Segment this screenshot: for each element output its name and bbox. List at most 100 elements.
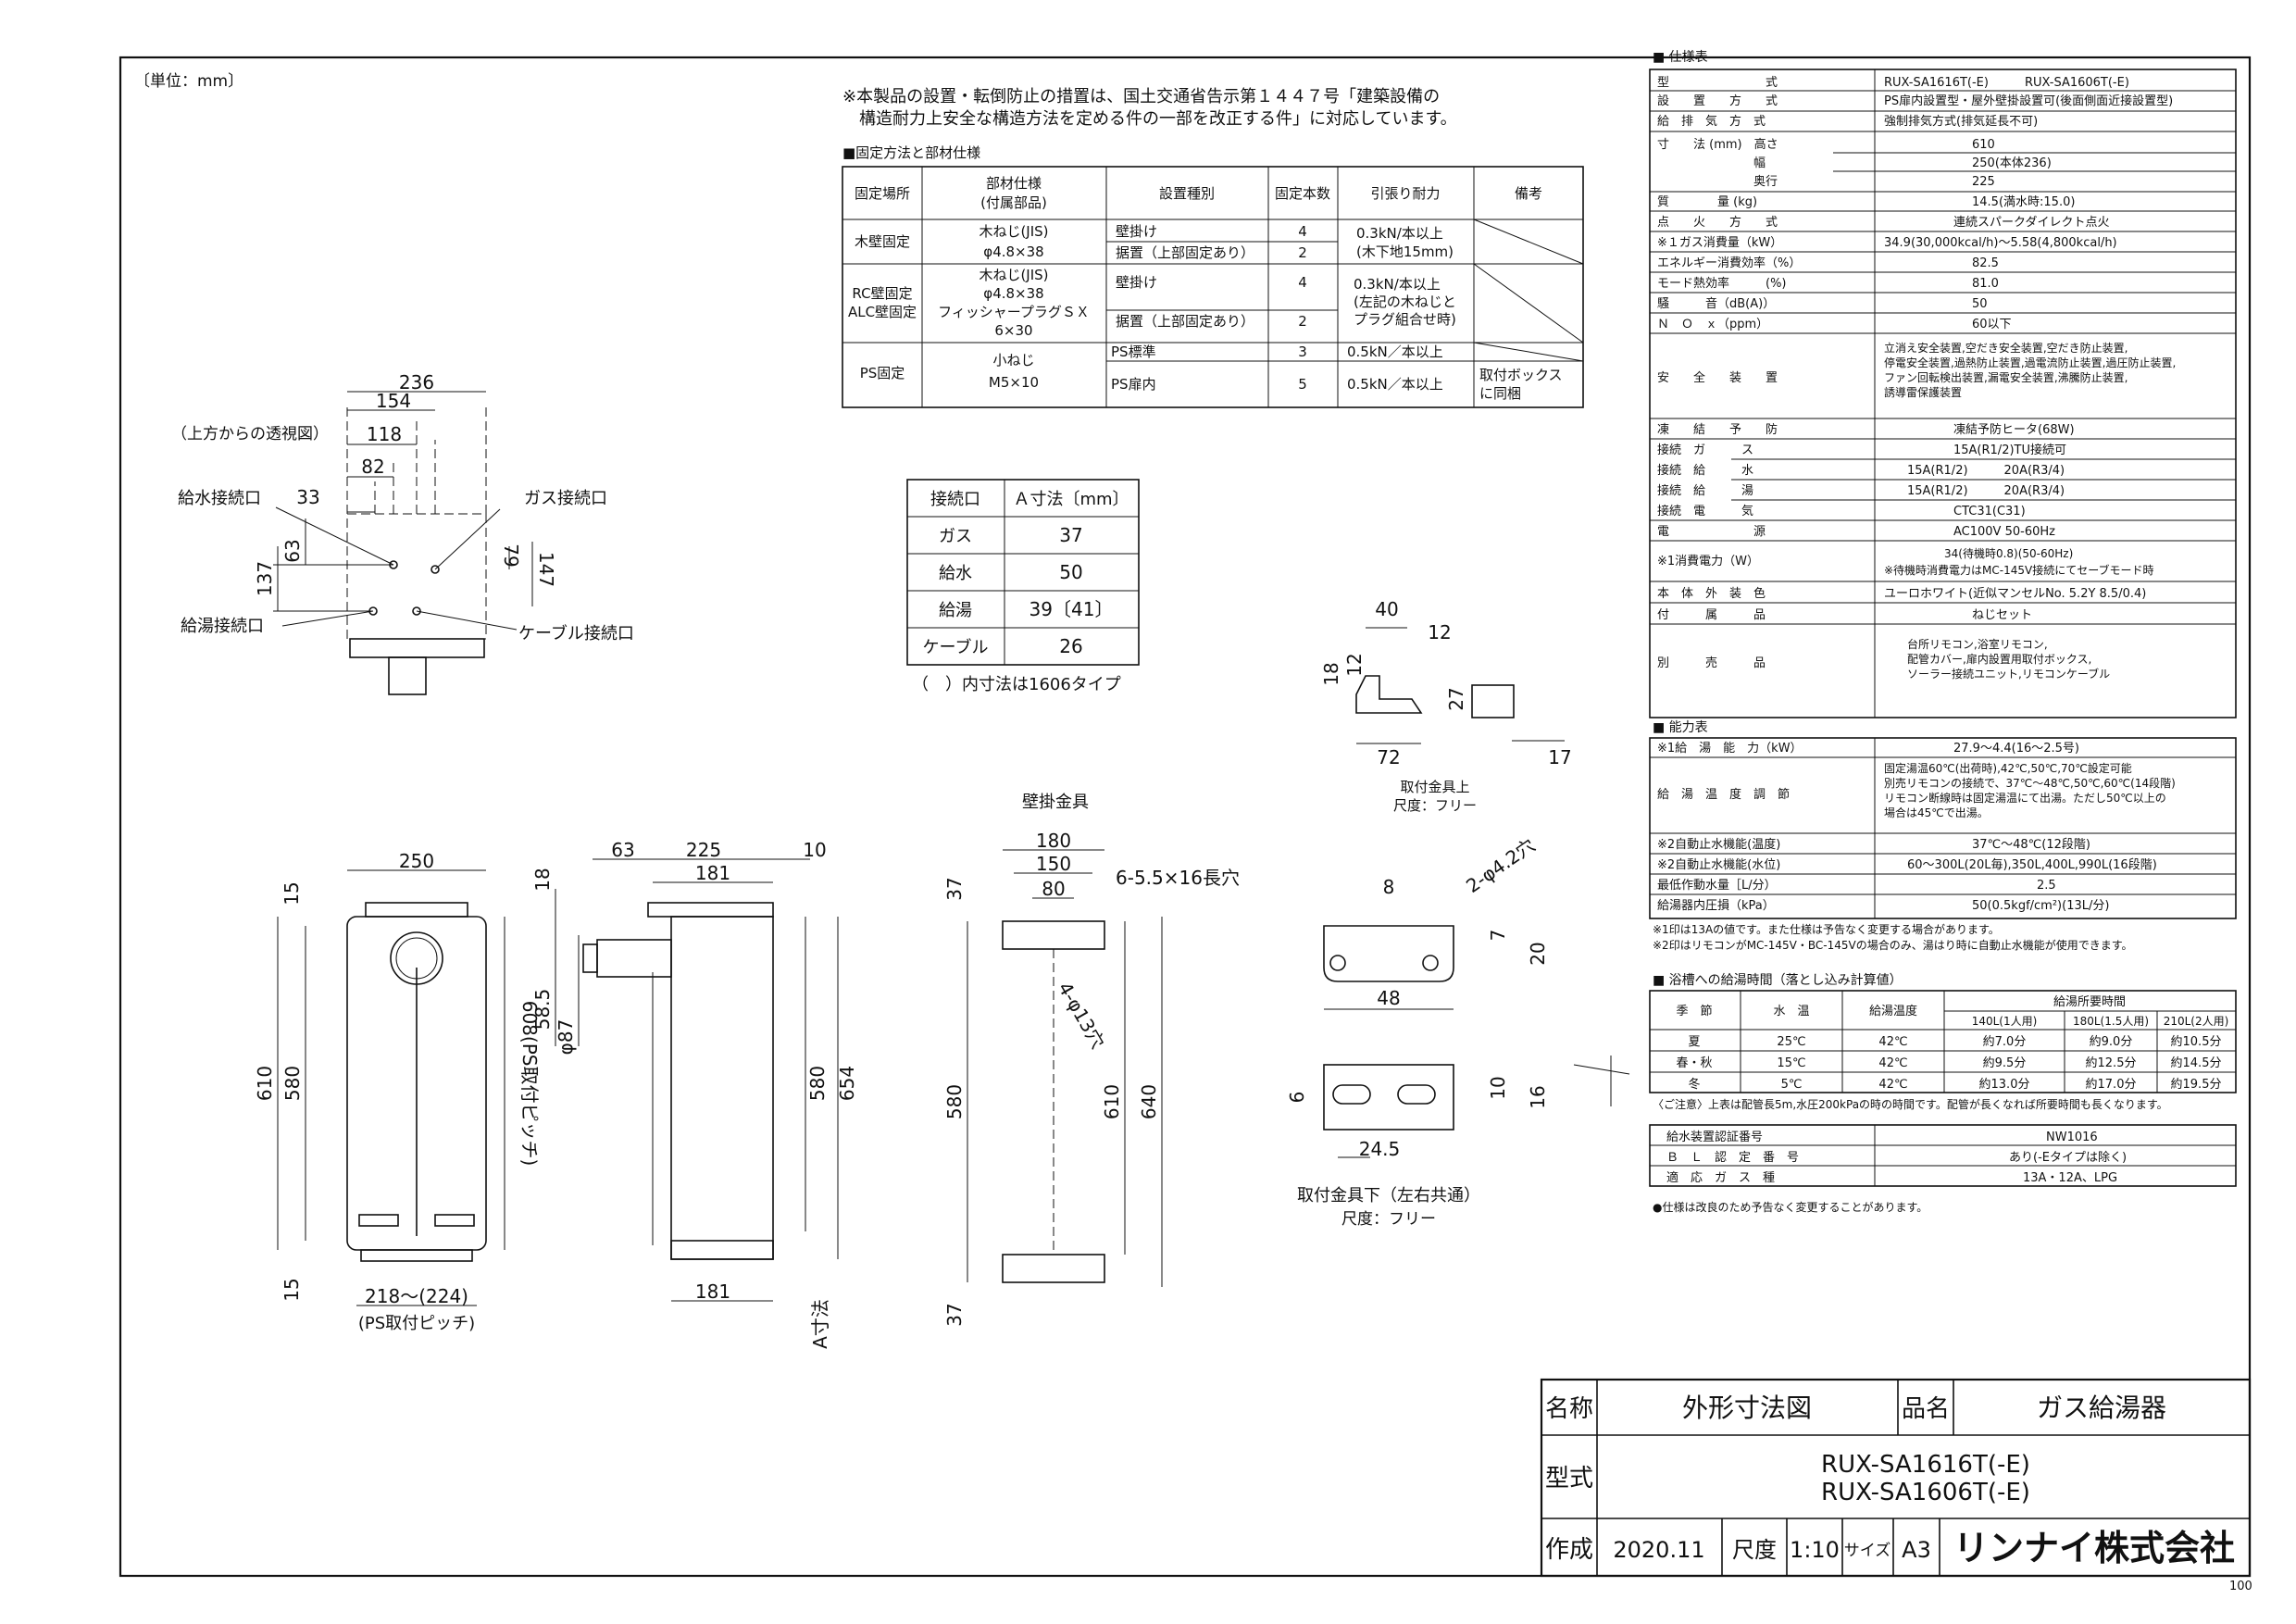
svg-text:※待機時消費電力はMC-145V接続にてセーブモード時: ※待機時消費電力はMC-145V接続にてセーブモード時 bbox=[1884, 563, 2154, 577]
svg-text:ファン回転検出装置,漏電安全装置,沸騰防止装置,: ファン回転検出装置,漏電安全装置,沸騰防止装置, bbox=[1884, 370, 2128, 384]
dim-label: 24.5 bbox=[1359, 1138, 1401, 1160]
dim-label: 37 bbox=[943, 1303, 966, 1326]
spec-label: 接続 給 湯 bbox=[1657, 483, 1753, 498]
svg-text:木ねじ(JIS): 木ねじ(JIS) bbox=[979, 267, 1048, 283]
wall-bracket-view: 壁掛金具 180 150 80 6-5.5×16長穴 37 4-φ13穴 580… bbox=[943, 793, 1240, 1327]
dim-label: 6-5.5×16長穴 bbox=[1116, 867, 1240, 889]
page-number: 100 bbox=[2229, 1580, 2252, 1593]
spec-label: モード熱効率 (%) bbox=[1657, 276, 1787, 291]
fixing-row-floor: 据置（上部固定あり） bbox=[1116, 313, 1254, 330]
title-scale-label: 尺度 bbox=[1732, 1537, 1777, 1563]
fixing-count: 4 bbox=[1298, 274, 1307, 291]
svg-text:取付ボックス: 取付ボックス bbox=[1479, 367, 1563, 383]
svg-text:プラグ組合せ時): プラグ組合せ時) bbox=[1354, 311, 1456, 328]
title-name-label: 名称 bbox=[1545, 1395, 1593, 1423]
spec-label: ※1消費電力（W） bbox=[1657, 555, 1759, 568]
dim-label: 16 bbox=[1527, 1085, 1549, 1108]
spec-label: 電 源 bbox=[1657, 525, 1766, 539]
cert-value: NW1016 bbox=[2046, 1131, 2098, 1144]
company-logo-text: リンナイ株式会社 bbox=[1953, 1528, 2235, 1568]
fixing-header-count: 固定本数 bbox=[1275, 185, 1330, 202]
spec-label: ※１ガス消費量（kW） bbox=[1657, 236, 1782, 250]
bath-cell: 25℃ bbox=[1777, 1035, 1805, 1049]
dim-label: 640 bbox=[1138, 1084, 1160, 1119]
dim-label: 72 bbox=[1377, 746, 1400, 768]
svg-text:M5×10: M5×10 bbox=[989, 374, 1039, 391]
dim-label: 236 bbox=[399, 371, 434, 394]
spec-label: 接続 電 気 bbox=[1657, 504, 1753, 518]
top-view-title: （上方からの透視図） bbox=[171, 425, 329, 443]
spec-label: 安 全 装 置 bbox=[1657, 370, 1778, 385]
bath-fill-table: ■ 浴槽への給湯時間（落とし込み計算値） 季 節 水 温 給湯温度 給湯所要時間… bbox=[1649, 972, 2237, 1111]
svg-text:別売リモコンの接続で、37℃～48℃,50℃,60℃(14段: 別売リモコンの接続で、37℃～48℃,50℃,60℃(14段階) bbox=[1884, 776, 2176, 790]
capability-label: 給湯器内圧損（kPa） bbox=[1657, 898, 1775, 913]
dim-label: 63 bbox=[611, 839, 634, 861]
capability-title: ■ 能力表 bbox=[1653, 720, 1708, 735]
svg-text:リモコン断線時は固定湯温にて出湯。ただし50℃以上の: リモコン断線時は固定湯温にて出湯。ただし50℃以上の bbox=[1884, 791, 2166, 805]
fixing-ps-place: PS固定 bbox=[860, 365, 905, 381]
capability-value: 50(0.5kgf/cm²)(13L/分) bbox=[1972, 899, 2109, 913]
bath-cell: 約17.0分 bbox=[2086, 1078, 2137, 1092]
spec-value: 225 bbox=[1972, 175, 1995, 189]
bath-cell: 約13.0分 bbox=[1979, 1078, 2030, 1092]
bath-cell: 約10.5分 bbox=[2171, 1035, 2222, 1049]
spec-label: 点 火 方 式 bbox=[1657, 215, 1778, 230]
dim-label: 10 bbox=[1487, 1076, 1509, 1099]
bath-cell: 約7.0分 bbox=[1983, 1035, 2027, 1049]
capability-value: 60～300L(20L毎),350L,400L,990L(16段階) bbox=[1907, 857, 2157, 872]
spec-value: 82.5 bbox=[1972, 256, 1999, 270]
bath-header: 給湯温度 bbox=[1869, 1004, 1917, 1018]
svg-text:固定湯温60℃(出荷時),42℃,50℃,70℃設定可能: 固定湯温60℃(出荷時),42℃,50℃,70℃設定可能 bbox=[1884, 761, 2132, 775]
dim-label: 6 bbox=[1286, 1092, 1308, 1104]
dim-label: 15 bbox=[281, 881, 303, 905]
fixing-header-note: 備考 bbox=[1515, 185, 1542, 202]
side-view: 63 225 10 181 181 18 58.5 φ87 580 654 A寸… bbox=[531, 839, 858, 1349]
title-product: ガス給湯器 bbox=[2037, 1393, 2166, 1423]
cert-label: Ｂ Ｌ 認 定 番 号 bbox=[1666, 1150, 1799, 1165]
title-size: A3 bbox=[1902, 1537, 1931, 1563]
upper-fitting-view: 40 12 18 12 27 72 17 取付金具上 尺度：フリー bbox=[1320, 598, 1572, 814]
svg-text:場合は45℃で出湯。: 場合は45℃で出湯。 bbox=[1884, 806, 1989, 819]
a-table-cell: 39〔41〕 bbox=[1029, 598, 1114, 620]
capability-value: 2.5 bbox=[2037, 879, 2056, 893]
dim-label: 180 bbox=[1036, 830, 1071, 852]
a-table-cell: 給湯 bbox=[939, 601, 972, 620]
dim-label: 610 bbox=[254, 1066, 276, 1101]
capability-label: ※2自動止水機能(温度) bbox=[1657, 837, 1780, 852]
dim-label: 181 bbox=[695, 1280, 730, 1303]
dim-label: 580 bbox=[943, 1084, 966, 1119]
dim-label: 610 bbox=[1101, 1084, 1123, 1119]
spec-label: 型 式 bbox=[1657, 76, 1778, 90]
svg-text:木ねじ(JIS): 木ねじ(JIS) bbox=[979, 223, 1048, 240]
spec-value: 15A(R1/2) 20A(R3/4) bbox=[1907, 484, 2065, 498]
bath-cell: 夏 bbox=[1688, 1035, 1700, 1049]
bath-subheader: 140L(1人用) bbox=[1972, 1015, 2038, 1028]
title-block: 名称 外形寸法図 品名 ガス給湯器 型式 RUX-SA1616T(-E) RUX… bbox=[1540, 1378, 2252, 1578]
svg-text:に同梱: に同梱 bbox=[1479, 385, 1521, 402]
spec-value: AC100V 50-60Hz bbox=[1953, 525, 2055, 539]
dim-label: 608(PS取付ピッチ) bbox=[518, 1001, 541, 1167]
spec-label: Ｎ Ｏ ｘ（ppm） bbox=[1657, 318, 1768, 331]
a-table-cell: 37 bbox=[1059, 524, 1082, 546]
bath-cell: 5℃ bbox=[1781, 1078, 1803, 1092]
spec-value: RUX-SA1616T(-E) RUX-SA1606T(-E) bbox=[1884, 76, 2129, 90]
spec-value: ユーロホワイト(近似マンセルNo. 5.2Y 8.5/0.4) bbox=[1884, 587, 2146, 601]
title-model-label: 型式 bbox=[1545, 1465, 1593, 1493]
a-table-cell: ケーブル bbox=[923, 637, 989, 657]
spec-label: 幅 bbox=[1657, 156, 1766, 170]
svg-text:フィッシャープラグＳＸ: フィッシャープラグＳＸ bbox=[938, 304, 1090, 320]
spec-value: 連続スパークダイレクト点火 bbox=[1953, 216, 2109, 230]
spec-value: 81.0 bbox=[1972, 277, 1999, 291]
spec-value: 34.9(30,000kcal/h)～5.58(4,800kcal/h) bbox=[1884, 236, 2117, 250]
upper-fitting-scale: 尺度：フリー bbox=[1393, 797, 1477, 814]
fixing-count: 4 bbox=[1298, 223, 1307, 240]
spec-title: ■ 仕様表 bbox=[1653, 50, 1708, 65]
title-made-label: 作成 bbox=[1545, 1536, 1593, 1564]
spec-value: 凍結予防ヒータ(68W) bbox=[1953, 422, 2075, 437]
dim-label: 225 bbox=[686, 839, 721, 861]
spec-label: 別 売 品 bbox=[1657, 656, 1766, 670]
svg-text:ソーラー接続ユニット,リモコンケーブル: ソーラー接続ユニット,リモコンケーブル bbox=[1907, 667, 2110, 681]
capability-label: ※1給 湯 能 力（kW） bbox=[1657, 742, 1803, 756]
bath-cell: 約19.5分 bbox=[2171, 1078, 2222, 1092]
spec-value: 強制排気方式(排気延長不可) bbox=[1884, 114, 2038, 129]
